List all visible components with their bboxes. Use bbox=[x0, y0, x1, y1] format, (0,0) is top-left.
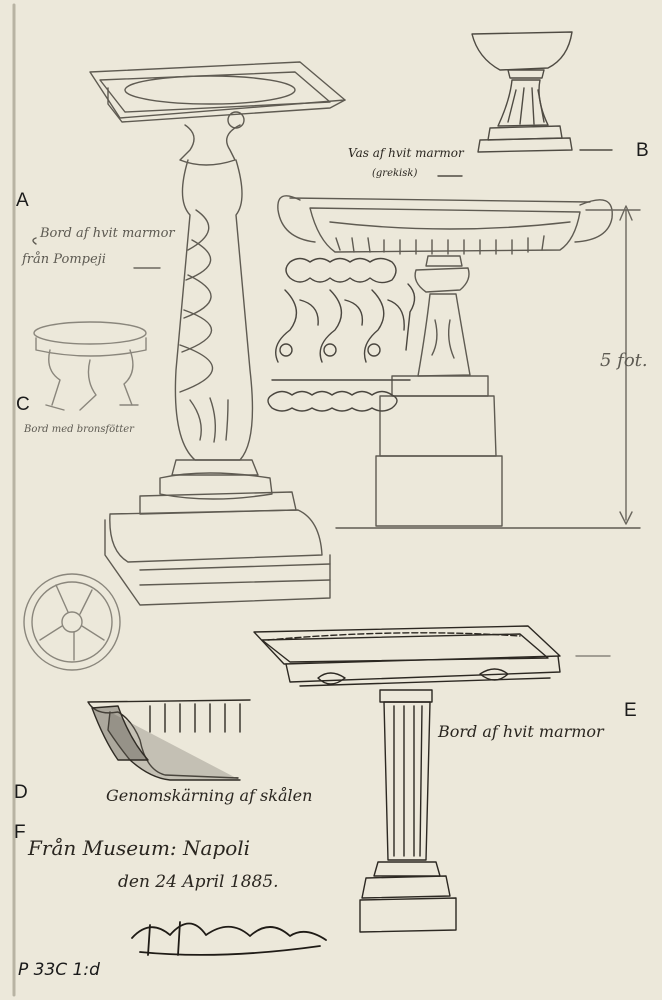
label-d: D bbox=[14, 782, 28, 803]
inscription-provenance-2: den 24 April 1885. bbox=[118, 872, 279, 892]
inscription-provenance-1: Från Museum: Napoli bbox=[28, 836, 251, 860]
plan-view-circle bbox=[23, 573, 121, 671]
section-profile-d bbox=[87, 699, 251, 781]
pedestal-basin-a bbox=[89, 61, 346, 606]
inscription-section-note: Genomskärning af skålen bbox=[106, 786, 313, 805]
label-c: C bbox=[16, 394, 30, 415]
label-a: A bbox=[16, 190, 29, 211]
marble-table-e bbox=[253, 625, 561, 933]
label-b: B bbox=[636, 140, 649, 161]
inscription-bowl-bronze: Bord med bronsfötter bbox=[24, 424, 134, 435]
inscription-bowl-pompeii-1: Bord af hvit marmor bbox=[40, 226, 175, 241]
inscription-bowl-pompeii-2: från Pompeji bbox=[22, 252, 106, 267]
label-e: E bbox=[624, 700, 637, 721]
tripod-bowl-c bbox=[33, 321, 147, 411]
marble-vase bbox=[277, 195, 641, 529]
ornament-frieze bbox=[267, 257, 416, 412]
catalog-number: P 33C 1:d bbox=[18, 960, 100, 980]
signature-flourish bbox=[131, 921, 327, 956]
label-f: F bbox=[14, 822, 26, 843]
inscription-vase-greek: (grekisk) bbox=[372, 168, 418, 179]
inscription-height: 5 fot. bbox=[600, 350, 648, 371]
greek-vase-b bbox=[471, 31, 573, 153]
inscription-vase-marble: Vas af hvit marmor bbox=[348, 146, 464, 160]
inscription-table-marble: Bord af hvit marmor bbox=[438, 722, 604, 741]
